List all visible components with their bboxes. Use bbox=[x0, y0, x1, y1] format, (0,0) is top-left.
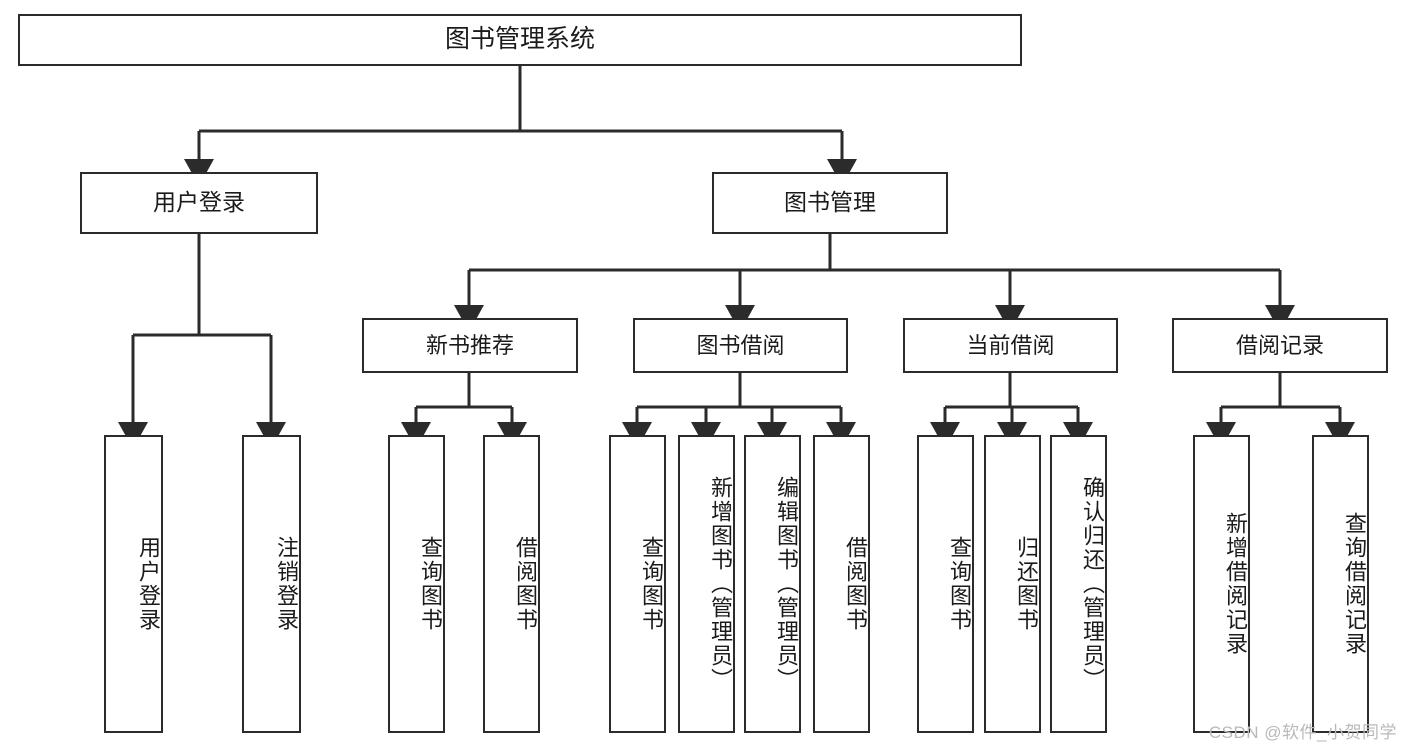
node-leaf-query-record-label: 查询借阅记录 bbox=[1342, 512, 1367, 656]
node-current-borrow-label: 当前借阅 bbox=[966, 332, 1055, 358]
node-leaf-confirm-return-label: 确认归还（管理员） bbox=[1080, 476, 1105, 692]
watermark: CSDN @软件_小贺同学 bbox=[1208, 723, 1397, 742]
node-leaf-query-book-3[interactable]: 查询图书 bbox=[917, 435, 974, 733]
node-book-management-label: 图书管理 bbox=[784, 189, 876, 216]
node-leaf-add-record[interactable]: 新增借阅记录 bbox=[1193, 435, 1250, 733]
node-leaf-add-book[interactable]: 新增图书（管理员） bbox=[678, 435, 735, 733]
node-new-book-recommend-label: 新书推荐 bbox=[425, 332, 514, 358]
node-leaf-borrow-book-2[interactable]: 借阅图书 bbox=[813, 435, 870, 733]
node-leaf-confirm-return[interactable]: 确认归还（管理员） bbox=[1050, 435, 1107, 733]
node-leaf-user-login[interactable]: 用户登录 bbox=[104, 435, 163, 733]
node-book-borrow[interactable]: 图书借阅 bbox=[633, 318, 848, 373]
node-current-borrow[interactable]: 当前借阅 bbox=[903, 318, 1118, 373]
node-leaf-query-record[interactable]: 查询借阅记录 bbox=[1312, 435, 1369, 733]
node-leaf-user-login-label: 用户登录 bbox=[136, 536, 161, 632]
node-leaf-query-book-3-label: 查询图书 bbox=[947, 536, 972, 632]
node-leaf-return-book-label: 归还图书 bbox=[1014, 536, 1039, 632]
node-book-management[interactable]: 图书管理 bbox=[712, 172, 948, 234]
node-leaf-borrow-book-2-label: 借阅图书 bbox=[843, 536, 868, 632]
node-leaf-logout-login-label: 注销登录 bbox=[274, 536, 299, 632]
node-book-borrow-label: 图书借阅 bbox=[696, 332, 785, 358]
node-user-login[interactable]: 用户登录 bbox=[80, 172, 318, 234]
node-borrow-record-label: 借阅记录 bbox=[1235, 332, 1324, 358]
node-leaf-logout-login[interactable]: 注销登录 bbox=[242, 435, 301, 733]
node-leaf-edit-book[interactable]: 编辑图书（管理员） bbox=[744, 435, 801, 733]
node-leaf-query-book-2[interactable]: 查询图书 bbox=[609, 435, 666, 733]
node-root-label: 图书管理系统 bbox=[444, 25, 595, 54]
node-leaf-borrow-book-1-label: 借阅图书 bbox=[513, 536, 538, 632]
node-leaf-edit-book-label: 编辑图书（管理员） bbox=[774, 476, 799, 692]
node-leaf-add-record-label: 新增借阅记录 bbox=[1223, 512, 1248, 656]
node-leaf-borrow-book-1[interactable]: 借阅图书 bbox=[483, 435, 540, 733]
node-leaf-query-book-1-label: 查询图书 bbox=[418, 536, 443, 632]
node-new-book-recommend[interactable]: 新书推荐 bbox=[362, 318, 578, 373]
node-leaf-return-book[interactable]: 归还图书 bbox=[984, 435, 1041, 733]
node-leaf-add-book-label: 新增图书（管理员） bbox=[708, 476, 733, 692]
node-user-login-label: 用户登录 bbox=[153, 189, 245, 216]
node-borrow-record[interactable]: 借阅记录 bbox=[1172, 318, 1388, 373]
node-leaf-query-book-2-label: 查询图书 bbox=[639, 536, 664, 632]
node-leaf-query-book-1[interactable]: 查询图书 bbox=[388, 435, 445, 733]
node-root[interactable]: 图书管理系统 bbox=[18, 14, 1022, 66]
